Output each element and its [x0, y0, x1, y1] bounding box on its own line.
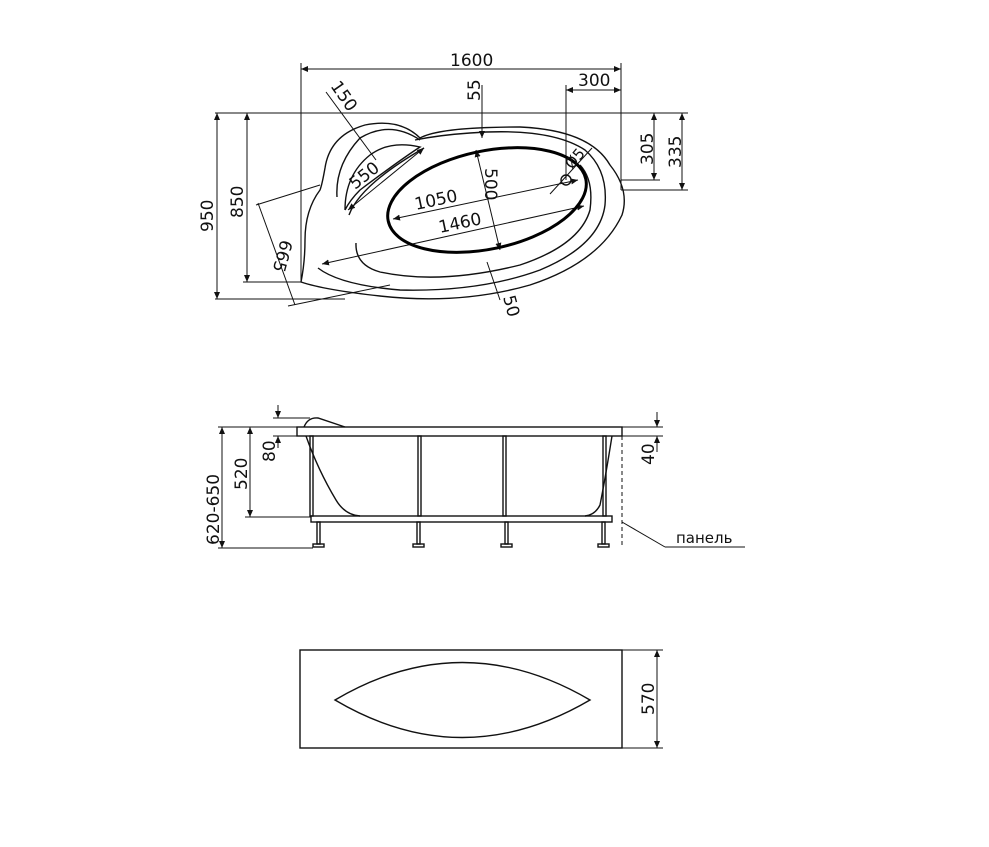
dim-620-650: 620-650: [204, 474, 224, 545]
extension-lines: [215, 63, 688, 300]
bathtub-outline: [300, 122, 625, 300]
dim-55: 55: [465, 79, 485, 101]
dim-300: 300: [578, 71, 610, 91]
side-view: 620-650 520 80 40 панель: [204, 405, 745, 549]
dim-1600: 1600: [450, 51, 493, 71]
bath-rim: [296, 426, 623, 437]
dim-500: 500: [480, 168, 500, 200]
dimension-lines: [214, 66, 685, 307]
dim-550: 550: [346, 158, 384, 194]
dim-520: 520: [232, 458, 252, 490]
dim-335: 335: [666, 136, 686, 168]
panel-label: панель: [676, 529, 732, 547]
drain-icon: [560, 174, 572, 186]
dim-305: 305: [638, 133, 658, 165]
dim-665: 665: [268, 238, 296, 275]
frame-legs: [309, 435, 610, 548]
dim-150: 150: [326, 77, 361, 115]
side-extension-lines: [218, 417, 663, 549]
front-panel: [299, 649, 623, 749]
dim-1460: 1460: [437, 209, 483, 238]
bath-bowl-outline: [386, 146, 588, 254]
top-view: 1600 300 950 850 150 55 550 500 1050 146…: [198, 51, 688, 319]
dim-50: 50: [498, 293, 523, 319]
dim-40: 40: [639, 443, 659, 465]
dim-drain-diameter: Ø5: [561, 145, 589, 173]
dimension-labels: 1600 300 950 850 150 55 550 500 1050 146…: [198, 51, 686, 319]
bottom-frame: [310, 515, 613, 523]
dim-570: 570: [639, 683, 659, 715]
dim-850: 850: [228, 186, 248, 218]
dim-950: 950: [198, 200, 218, 232]
panel-lens-decoration: [333, 661, 592, 739]
panel-view: 570: [299, 649, 663, 749]
dim-80: 80: [260, 440, 280, 462]
dim-1050: 1050: [413, 186, 459, 215]
